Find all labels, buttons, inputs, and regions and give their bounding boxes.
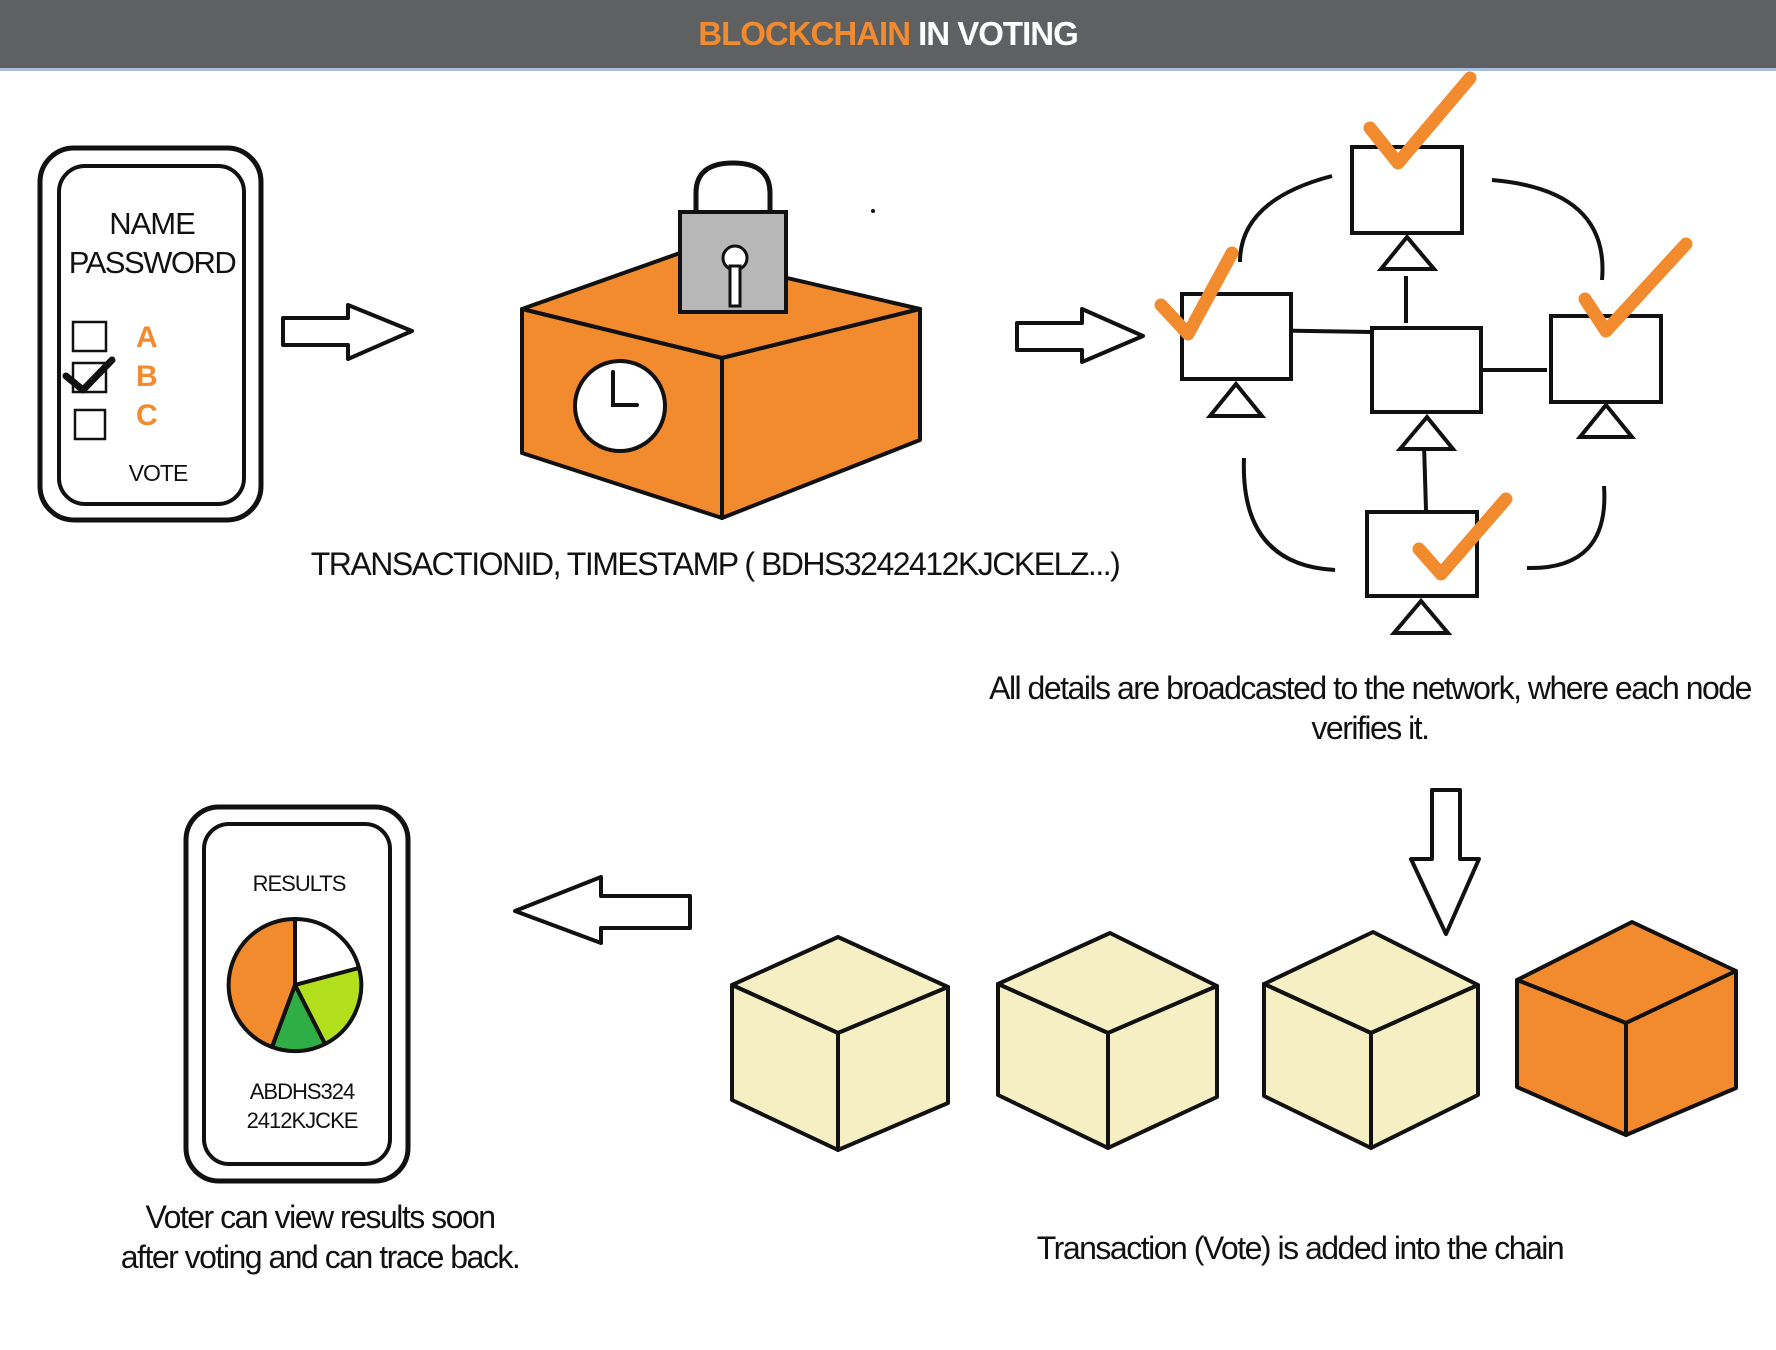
transaction-caption: TRANSACTIONID, TIMESTAMP ( BDHS3242412KJ… [310,546,1121,582]
computer-node-icon [1350,145,1464,271]
results-phone-icon: RESULTS ABDHS324 2412KJCKE [183,804,411,1184]
arrow-left-icon [513,875,692,945]
computer-node-icon [1370,326,1483,451]
block-cube-icon [1515,920,1738,1137]
block-cube-icon [996,931,1219,1150]
voting-flow-diagram: NAME PASSWORD A B C VOTE [37,71,1738,1184]
checkmark-icon [1578,237,1693,338]
checkmark-icon [1154,246,1239,341]
option-c-checkbox[interactable] [73,408,107,441]
pie-chart-icon [226,916,364,1054]
block-cube-icon [730,935,950,1152]
network-caption-line1: All details are broadcasted to the netwo… [989,670,1752,706]
network-caption-line2: verifies it. [1311,710,1430,746]
ballot-phone-icon: NAME PASSWORD A B C VOTE [37,145,264,523]
computer-node-icon [1365,510,1479,635]
title-accent: BLOCKCHAIN [698,15,911,52]
padlock-icon [678,160,788,314]
title-rest: IN VOTING [918,15,1079,52]
computer-node-icon [1180,292,1293,418]
title-bar: BLOCKCHAIN IN VOTING [0,0,1776,71]
results-caption-line1: Voter can view results soon [145,1199,496,1235]
results-code-line1: ABDHS324 [250,1079,355,1104]
option-a-label: A [136,321,158,354]
checkmark-icon [1363,71,1477,170]
option-b-label: B [136,360,158,393]
chain-caption: Transaction (Vote) is added into the cha… [1036,1230,1565,1266]
checkmark-icon [1412,492,1513,581]
block-cube-icon [1262,930,1480,1150]
ballot-box-icon [520,160,922,520]
results-code-line2: 2412KJCKE [247,1108,358,1133]
arrow-right-icon [281,303,414,361]
arrow-down-icon [1409,788,1481,936]
results-caption-line2: after voting and can trace back. [120,1239,521,1275]
option-a-checkbox[interactable] [71,320,108,353]
clock-icon [573,359,667,453]
arrow-right-icon [1015,307,1145,364]
vote-button[interactable]: VOTE [129,460,189,486]
network-diagram [1238,174,1607,572]
computer-node-icon [1549,314,1663,439]
ballot-name-label: NAME [109,206,195,241]
ballot-password-label: PASSWORD [69,245,236,280]
results-heading: RESULTS [253,871,346,896]
option-c-label: C [136,399,158,432]
checkmark-icon [62,356,116,394]
